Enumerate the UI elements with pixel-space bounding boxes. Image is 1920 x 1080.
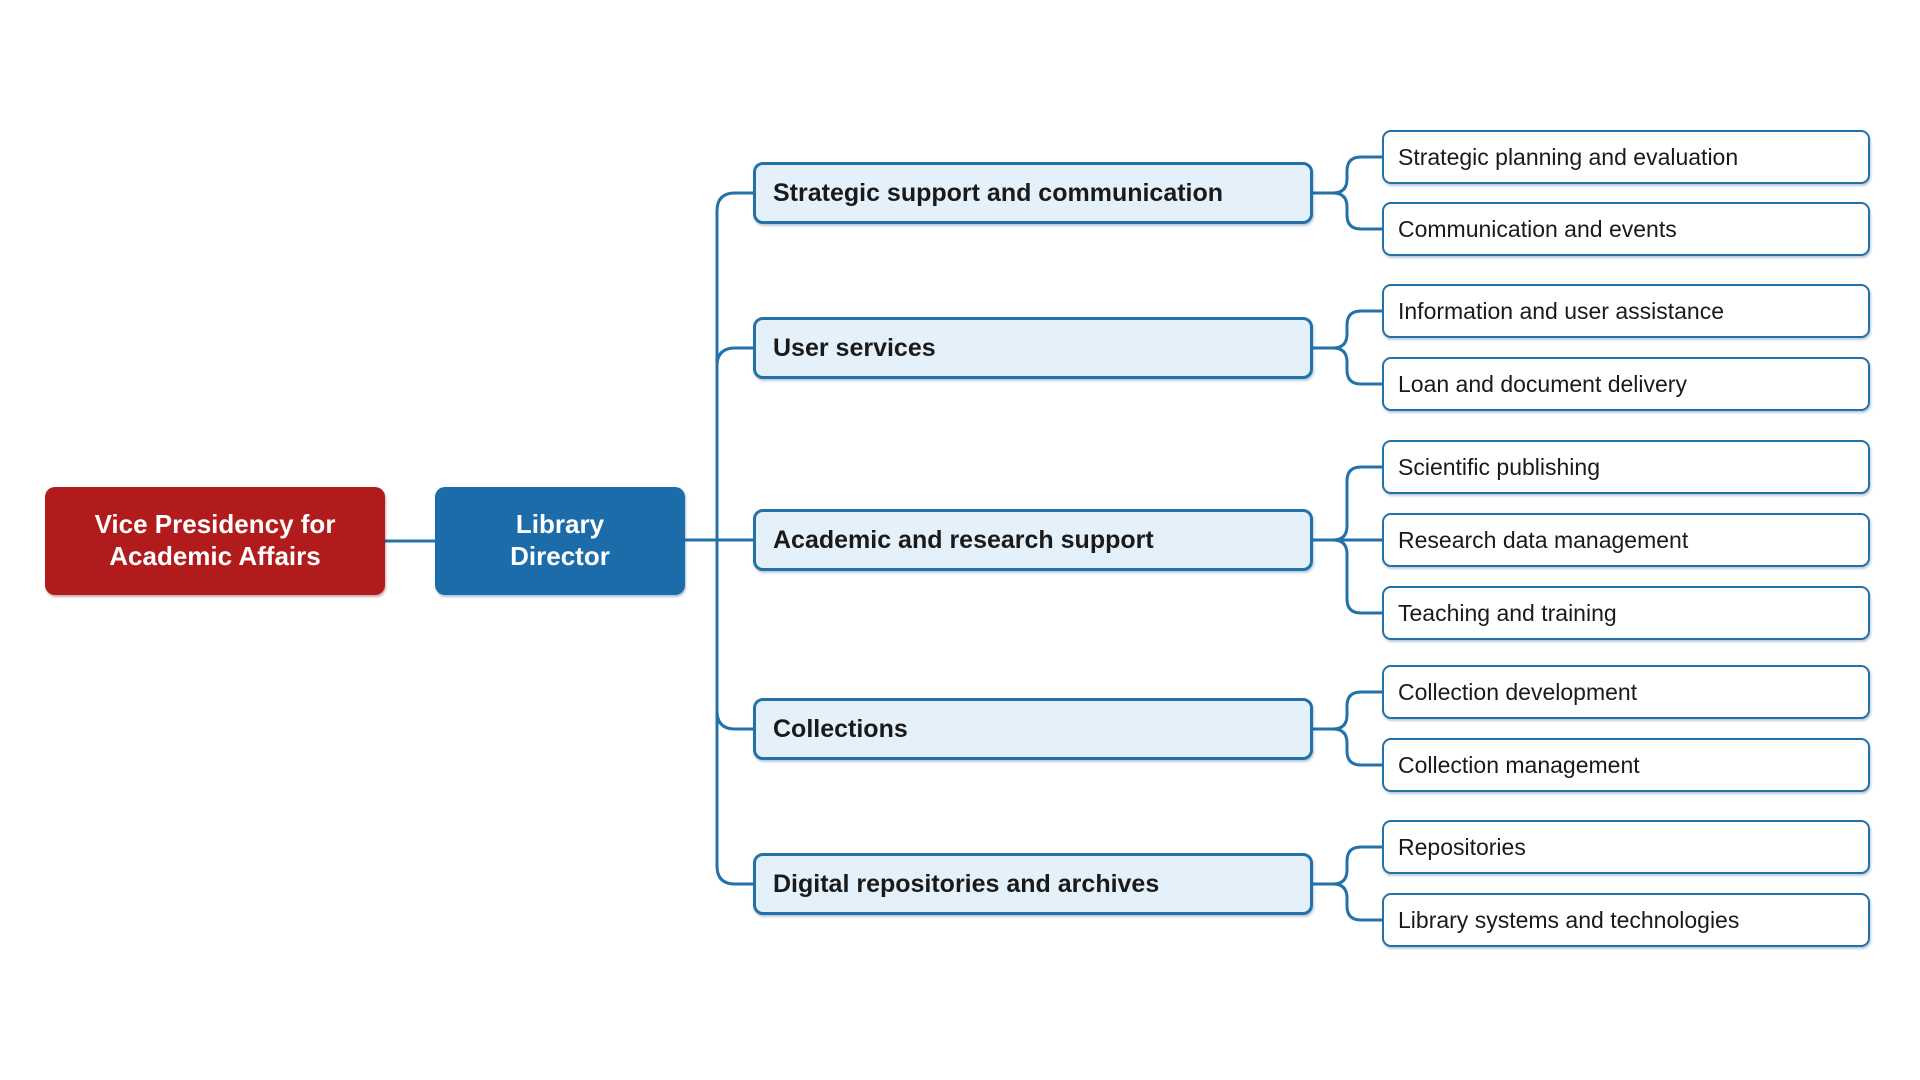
leaf-node-repositories: Repositories xyxy=(1382,820,1870,874)
leaf-label: Strategic planning and evaluation xyxy=(1398,143,1739,170)
leaf-node-scientific-publishing: Scientific publishing xyxy=(1382,440,1870,494)
leaf-node-research-data-management: Research data management xyxy=(1382,513,1870,567)
connector-branch-3-stub xyxy=(715,710,753,731)
leaf-label: Collection development xyxy=(1398,678,1638,705)
leaf-node-loan-document-delivery: Loan and document delivery xyxy=(1382,357,1870,411)
branch-label: Collections xyxy=(773,714,908,743)
leaf-label: Research data management xyxy=(1398,526,1689,553)
connector-branch-1-stub xyxy=(715,346,753,367)
connector-leaf-0-1 xyxy=(1313,191,1382,231)
branch-node-user-services: User services xyxy=(753,317,1313,379)
leaf-node-collection-management: Collection management xyxy=(1382,738,1870,792)
leaf-node-library-systems-technologies: Library systems and technologies xyxy=(1382,893,1870,947)
leaf-label: Library systems and technologies xyxy=(1398,906,1740,933)
leaf-node-communication-events: Communication and events xyxy=(1382,202,1870,256)
connector-leaf-2-0 xyxy=(1313,465,1382,542)
leaf-label: Information and user assistance xyxy=(1398,297,1725,324)
leaf-label: Communication and events xyxy=(1398,215,1677,242)
branch-label: Strategic support and communication xyxy=(773,178,1224,207)
connector-leaf-3-0 xyxy=(1313,690,1382,731)
branch-node-collections: Collections xyxy=(753,698,1313,760)
branch-node-strategic-support: Strategic support and communication xyxy=(753,162,1313,224)
leaf-label: Scientific publishing xyxy=(1398,453,1601,480)
connector-trunk xyxy=(715,191,753,886)
connector-leaf-4-0 xyxy=(1313,845,1382,886)
leaf-node-collection-development: Collection development xyxy=(1382,665,1870,719)
leaf-node-information-user-assistance: Information and user assistance xyxy=(1382,284,1870,338)
connector-leaf-3-1 xyxy=(1313,727,1382,767)
root-node-vice-presidency: Vice Presidency for Academic Affairs xyxy=(45,487,385,595)
leaf-label: Loan and document delivery xyxy=(1398,370,1687,397)
branch-label: Academic and research support xyxy=(773,525,1154,554)
leaf-label: Repositories xyxy=(1398,833,1526,860)
leaf-node-teaching-training: Teaching and training xyxy=(1382,586,1870,640)
root-node-label: Vice Presidency for Academic Affairs xyxy=(94,509,336,571)
leaf-node-strategic-planning: Strategic planning and evaluation xyxy=(1382,130,1870,184)
connector-leaf-1-0 xyxy=(1313,309,1382,350)
leaf-label: Collection management xyxy=(1398,751,1640,778)
branch-node-digital-repositories: Digital repositories and archives xyxy=(753,853,1313,915)
branch-node-academic-research: Academic and research support xyxy=(753,509,1313,571)
leaf-label: Teaching and training xyxy=(1398,599,1617,626)
director-node-label: Library Director xyxy=(510,509,610,571)
connector-leaf-0-0 xyxy=(1313,155,1382,195)
connector-leaf-4-1 xyxy=(1313,882,1382,922)
branch-label: User services xyxy=(773,333,936,362)
branch-label: Digital repositories and archives xyxy=(773,869,1160,898)
connector-leaf-2-2 xyxy=(1313,538,1382,615)
connector-leaf-1-1 xyxy=(1313,346,1382,386)
director-node: Library Director xyxy=(435,487,685,595)
